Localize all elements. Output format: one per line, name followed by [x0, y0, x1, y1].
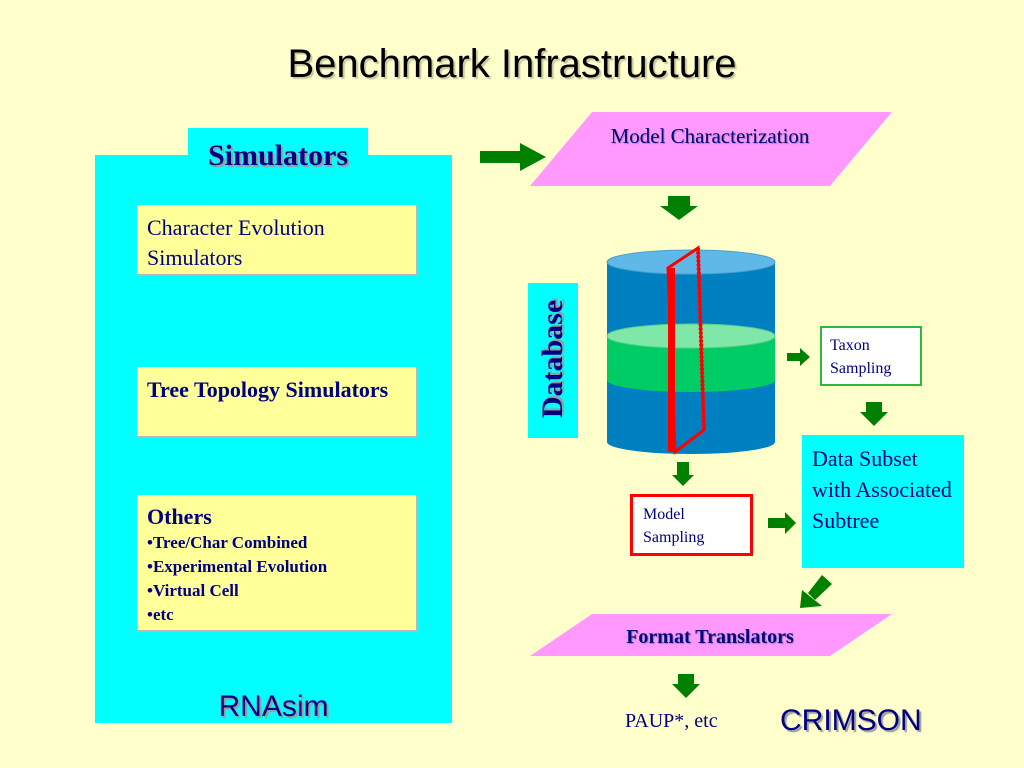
page-title: Benchmark Infrastructure [287, 42, 737, 86]
arrow-down-icon [672, 462, 694, 486]
database-label: Database [536, 299, 569, 419]
paup-label: PAUP*, etc [625, 710, 718, 732]
character-evolution-box: Character Evolution Simulators [137, 205, 418, 276]
arrow-right-icon [480, 143, 546, 171]
database-cylinder-icon [606, 245, 776, 455]
arrow-right-icon [787, 348, 810, 366]
others-box: Others •Tree/Char Combined •Experimental… [137, 495, 418, 632]
others-item: •etc [147, 605, 174, 624]
simulators-header: Simulators [188, 128, 368, 184]
database-label-panel [528, 283, 578, 438]
others-item: •Experimental Evolution [147, 557, 328, 576]
arrow-right-icon [768, 512, 796, 534]
rnasim-label: RNAsim [218, 690, 329, 723]
tree-topology-box: Tree Topology Simulators [137, 367, 418, 438]
arrow-down-icon [660, 196, 698, 220]
others-item: •Virtual Cell [147, 581, 239, 600]
model-sampling-box: Model Sampling [630, 494, 753, 556]
data-subset-box: Data Subset with Associated Subtree [802, 435, 964, 568]
crimson-label: CRIMSON [780, 704, 922, 737]
others-item: •Tree/Char Combined [147, 533, 308, 552]
others-title: Others [147, 504, 212, 529]
format-translators-label: Format Translators [626, 626, 794, 648]
arrow-down-icon [860, 402, 888, 426]
model-characterization-label: Model Characterization [610, 124, 810, 148]
arrow-down-icon [672, 674, 700, 698]
taxon-sampling-box: Taxon Sampling [820, 326, 922, 386]
model-characterization-shape [530, 112, 892, 186]
format-translators-shape [530, 614, 892, 656]
arrow-down-left-icon [800, 575, 832, 608]
